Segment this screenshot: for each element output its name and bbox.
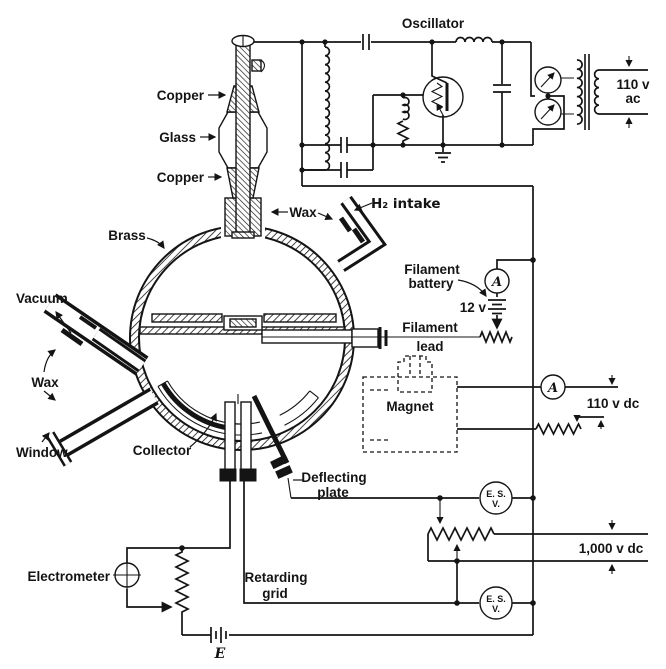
probe-stem	[235, 43, 251, 235]
magnet-label: Magnet	[386, 399, 434, 414]
filament-voltage-label: 12 v	[460, 300, 487, 315]
filament-lead-label-1: Filament	[402, 320, 458, 335]
oscillator-label: Oscillator	[402, 16, 465, 31]
tank-coil	[324, 46, 331, 172]
magnet-circuit	[362, 355, 618, 453]
junction-dots	[179, 39, 551, 606]
electrometer-resistor	[174, 548, 190, 635]
filter-capacitor	[493, 42, 511, 145]
magnet-outline	[362, 355, 458, 453]
electrometer-label: Electrometer	[27, 569, 110, 584]
filament-battery-label-2: battery	[408, 276, 454, 291]
transformer-core	[584, 54, 590, 130]
magnet-supply-label: 110 v dc	[587, 396, 640, 411]
bottom-feedthroughs	[219, 394, 257, 482]
h2-intake-label: H₂ intake	[371, 196, 440, 212]
transformer-primary	[593, 69, 600, 115]
battery-e	[210, 627, 227, 643]
rf-probe	[218, 34, 268, 239]
deflecting-plate-label-1: Deflecting	[301, 470, 366, 485]
label-arrows	[41, 91, 487, 481]
side-screw	[251, 59, 262, 72]
vacuum-label: Vacuum	[16, 291, 68, 306]
retarding-grid-label-2: grid	[262, 586, 288, 601]
filament-rheostat	[479, 329, 513, 345]
ground-symbol	[435, 145, 451, 163]
filament-battery-label-1: Filament	[404, 262, 460, 277]
internal-plates	[139, 313, 480, 349]
copper-bottom-label: Copper	[157, 170, 205, 185]
ammeter-magnet-label: A	[546, 381, 558, 396]
esv-bottom-label-1: E. S.	[486, 594, 506, 604]
plate-supply-label: 1,000 v dc	[579, 541, 644, 556]
brass-label: Brass	[108, 228, 146, 243]
retarding-grid-label-1: Retarding	[244, 570, 307, 585]
vacuum-arm	[43, 293, 149, 376]
text-labels: Oscillator Copper Glass Copper Brass Wax…	[16, 16, 650, 662]
ac-supply-label-2: ac	[625, 91, 641, 106]
battery-12v	[488, 299, 506, 315]
copper-top-label: Copper	[157, 88, 205, 103]
transformer-secondary	[576, 59, 583, 125]
filament-battery-circuit	[479, 259, 533, 345]
esv-bottom-label-2: V.	[492, 604, 500, 614]
electrometer-circuit	[113, 481, 533, 643]
esv-top-label-2: V.	[492, 499, 500, 509]
deflecting-plate-assembly	[251, 394, 293, 499]
coupling-capacitor	[362, 34, 370, 50]
wax-top-label: Wax	[289, 205, 317, 220]
feedback-capacitor	[340, 162, 348, 178]
wax-seal-h2	[338, 216, 353, 233]
magnet-rheostat	[535, 422, 582, 436]
divider-potentiometer	[427, 526, 495, 542]
deflecting-plate-label-2: plate	[317, 485, 349, 500]
filament-lead-label-2: lead	[416, 339, 443, 354]
oscillator-tube	[422, 76, 464, 118]
esv-top-label-1: E. S.	[486, 489, 506, 499]
battery-e-label: E	[214, 646, 226, 662]
h2-intake-tube	[337, 195, 388, 272]
oscillator-circuit	[254, 34, 565, 186]
grid-resistor	[396, 120, 410, 145]
ac-supply-label-1: 110 v	[616, 77, 650, 92]
rf-choke	[455, 36, 493, 43]
grid-capacitor	[340, 137, 348, 153]
ammeter-filament-label: A	[490, 275, 502, 290]
grid-choke	[401, 96, 410, 121]
wax-left-label: Wax	[31, 375, 59, 390]
deflecting-voltage-circuit	[291, 481, 648, 603]
rectifier-transformer	[530, 42, 648, 130]
filament-feedthrough	[351, 328, 379, 348]
collector-label: Collector	[133, 443, 192, 458]
retarding-grid-circuit	[243, 481, 533, 620]
glass-label: Glass	[159, 130, 196, 145]
wax-seal-vacuum	[60, 327, 84, 347]
window-label: Window	[16, 445, 68, 460]
window-arm	[45, 387, 159, 467]
